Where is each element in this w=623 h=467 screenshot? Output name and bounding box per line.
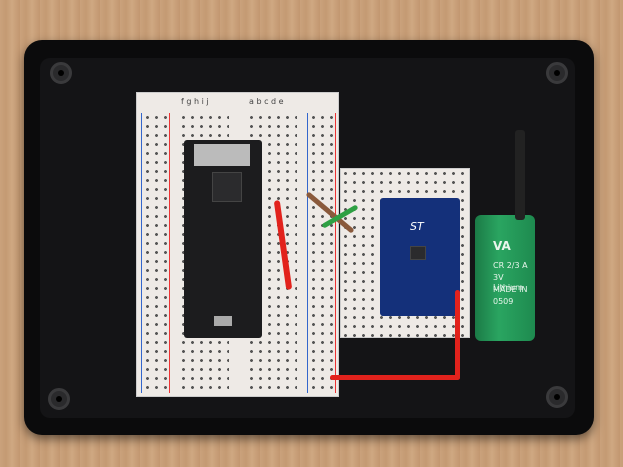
microcontroller-board bbox=[184, 140, 262, 338]
battery-holder-post bbox=[515, 130, 525, 220]
column-letters: a b c d e bbox=[249, 97, 284, 106]
sensor-breakout-board: ST bbox=[380, 198, 460, 316]
wifi-module bbox=[194, 144, 250, 166]
mcu-chip bbox=[212, 172, 242, 202]
mount-hole bbox=[50, 62, 72, 84]
mount-hole bbox=[546, 62, 568, 84]
lithium-battery: VA CR 2/3 A 3V Lithium MADE IN 0509 bbox=[475, 215, 535, 341]
mount-hole bbox=[48, 388, 70, 410]
power-rail bbox=[143, 113, 169, 393]
red-wire bbox=[455, 290, 460, 380]
sensor-chip bbox=[410, 246, 426, 260]
red-wire bbox=[330, 375, 460, 380]
usb-port bbox=[214, 316, 232, 326]
mount-hole bbox=[546, 386, 568, 408]
column-letters: f g h i j bbox=[181, 97, 209, 106]
